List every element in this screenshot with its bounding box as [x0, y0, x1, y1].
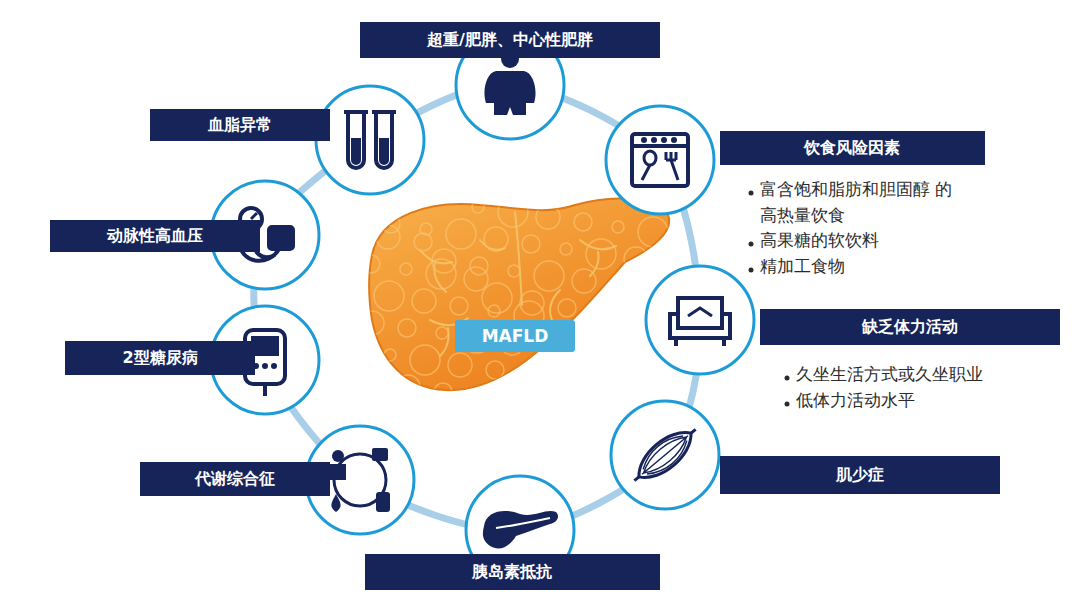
factor-band: 饮食风险因素 [720, 131, 985, 165]
node-text: 饮食风险因素 [804, 138, 900, 157]
factor-band: 动脉性高血压 [50, 220, 260, 252]
factor-band: 肌少症 [720, 456, 1000, 494]
icon-circle [646, 266, 754, 374]
factor-band: 缺乏体力活动 [760, 309, 1060, 345]
node-text: 超重/肥胖、中心性肥胖 [427, 30, 593, 49]
factor-band: 超重/肥胖、中心性肥胖 [360, 22, 660, 58]
node-text: 血脂异常 [208, 115, 272, 134]
node-text: 缺乏体力活动 [862, 317, 958, 336]
node-text: 代谢综合征 [195, 469, 275, 488]
node-text: 胰岛素抵抗 [472, 562, 552, 581]
factor-band: 代谢综合征 [140, 462, 330, 496]
bullet-text: 精加工食物 [760, 254, 980, 280]
icon-circle [611, 401, 719, 509]
factor-band: 血脂异常 [150, 109, 330, 141]
bullet-text: 富含饱和脂肪和胆固醇 的高热量饮食 [760, 177, 955, 228]
liver-illustration [358, 197, 669, 401]
node-text: MAFLD [482, 326, 549, 346]
node-text: 2型糖尿病 [122, 348, 197, 367]
factor-band: 2型糖尿病 [65, 341, 255, 375]
node-text: 动脉性高血压 [107, 226, 203, 245]
node-text: 肌少症 [836, 465, 884, 484]
bullet-text: 低体力活动水平 [796, 388, 1056, 414]
icon-circle [606, 106, 714, 214]
icon-circle [316, 86, 424, 194]
factor-band: 胰岛素抵抗 [365, 554, 660, 590]
bullet-text: 高果糖的软饮料 [760, 228, 980, 254]
center-label: MAFLD [455, 320, 575, 352]
bullet-text: 久坐生活方式或久坐职业 [796, 362, 1056, 388]
